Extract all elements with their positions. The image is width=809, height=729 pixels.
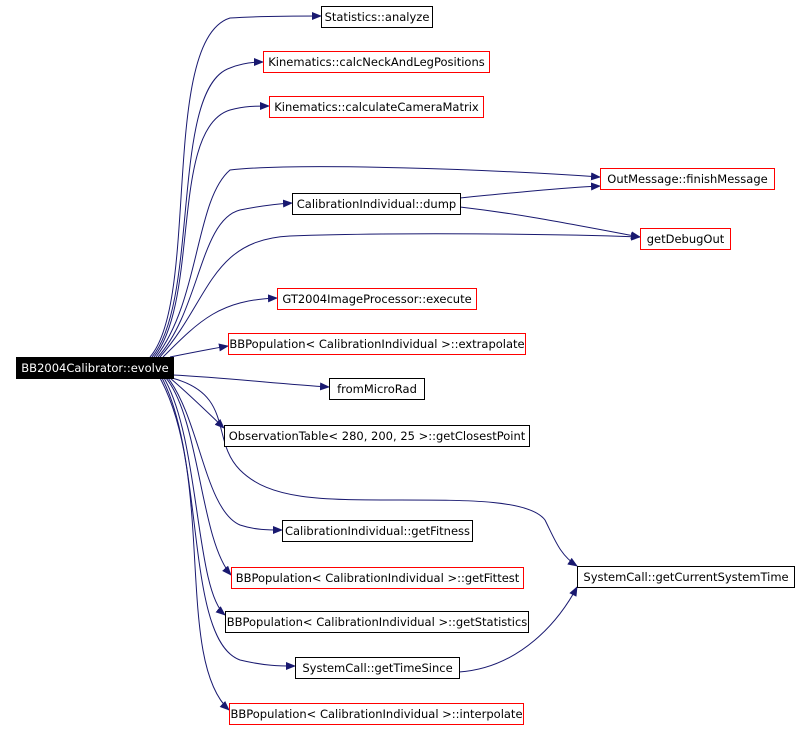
node-n-kinematics-camera[interactable]: Kinematics::calculateCameraMatrix [269, 96, 484, 118]
node-label: ObservationTable< 280, 200, 25 >::getClo… [229, 429, 526, 443]
node-n-calibration-fitness[interactable]: CalibrationIndividual::getFitness [282, 520, 473, 542]
node-label: CalibrationIndividual::getFitness [285, 524, 470, 538]
node-layer: BB2004Calibrator::evolve Statistics::anal… [16, 6, 795, 725]
node-box [229, 703, 524, 725]
edge-root-to-n-outmessage-finish [155, 166, 601, 358]
node-label: fromMicroRad [337, 382, 417, 396]
node-n-gt2004-execute[interactable]: GT2004ImageProcessor::execute [277, 288, 477, 310]
edge-root-to-n-bbpop-statistics [163, 377, 226, 616]
node-label: OutMessage::finishMessage [607, 172, 767, 186]
edge-n-calibration-dump-to-n-outmessage-finish [459, 182, 601, 199]
edge-root-to-n-calibration-fitness [167, 377, 283, 534]
node-box [321, 6, 433, 28]
edge-root-to-n-calibration-dump [157, 199, 293, 358]
node-box [277, 288, 477, 310]
node-box [225, 611, 529, 633]
node-label: CalibrationIndividual::dump [297, 197, 456, 211]
node-n-systemcall-since[interactable]: SystemCall::getTimeSince [295, 657, 460, 679]
edge-n-systemcall-since-to-n-systemcall-current [458, 586, 578, 673]
node-label: BBPopulation< CalibrationIndividual >::g… [236, 571, 520, 585]
node-label: GT2004ImageProcessor::execute [282, 292, 471, 306]
edge-root-to-n-frommicrorad [172, 374, 330, 391]
node-n-outmessage-finish[interactable]: OutMessage::finishMessage [600, 168, 775, 190]
node-label: BBPopulation< CalibrationIndividual >::i… [230, 707, 522, 721]
node-label: getDebugOut [647, 232, 725, 246]
node-box [600, 168, 775, 190]
node-n-calibration-dump[interactable]: CalibrationIndividual::dump [292, 193, 461, 215]
edge-root-to-n-bbpop-fittest [165, 377, 232, 576]
edge-root-to-n-kinematics-camera [153, 102, 270, 358]
node-label: Kinematics::calculateCameraMatrix [274, 100, 479, 114]
node-n-bbpop-statistics[interactable]: BBPopulation< CalibrationIndividual >::g… [225, 611, 529, 633]
edge-root-to-n-kinematics-calcneck [151, 58, 264, 358]
node-n-bbpop-interpolate[interactable]: BBPopulation< CalibrationIndividual >::i… [229, 703, 524, 725]
node-box [16, 357, 174, 379]
edge-n-calibration-dump-to-n-getdebugout [459, 206, 641, 240]
node-box [292, 193, 461, 215]
edge-root-to-n-statistics-analyze [149, 12, 322, 358]
edge-root-to-n-getdebugout [159, 232, 641, 358]
edge-root-to-n-bbpop-extrapolate [169, 343, 229, 358]
node-n-systemcall-current[interactable]: SystemCall::getCurrentSystemTime [577, 566, 795, 588]
node-box [577, 566, 795, 588]
node-n-bbpop-extrapolate[interactable]: BBPopulation< CalibrationIndividual >::e… [228, 333, 526, 355]
edge-root-to-n-observation-closest [169, 377, 225, 429]
node-root[interactable]: BB2004Calibrator::evolve [16, 357, 174, 379]
node-n-statistics-analyze[interactable]: Statistics::analyze [321, 6, 433, 28]
node-box [224, 425, 530, 447]
edge-root-to-n-gt2004-execute [162, 294, 278, 358]
node-n-bbpop-fittest[interactable]: BBPopulation< CalibrationIndividual >::g… [231, 567, 524, 589]
edge-layer [149, 12, 641, 711]
node-label: BB2004Calibrator::evolve [21, 361, 168, 375]
node-n-observation-closest[interactable]: ObservationTable< 280, 200, 25 >::getClo… [224, 425, 530, 447]
node-box [295, 657, 460, 679]
node-box [269, 96, 484, 118]
node-label: BBPopulation< CalibrationIndividual >::g… [227, 615, 528, 629]
node-n-kinematics-calcneck[interactable]: Kinematics::calcNeckAndLegPositions [263, 51, 490, 73]
node-box [263, 51, 490, 73]
edge-root-to-n-bbpop-interpolate [159, 377, 230, 711]
node-label: SystemCall::getTimeSince [302, 661, 452, 675]
node-label: Statistics::analyze [325, 10, 430, 24]
node-n-frommicrorad[interactable]: fromMicroRad [329, 378, 425, 400]
node-label: BBPopulation< CalibrationIndividual >::e… [229, 337, 524, 351]
node-box [640, 228, 731, 250]
node-box [228, 333, 526, 355]
node-box [231, 567, 524, 589]
node-label: SystemCall::getCurrentSystemTime [583, 570, 788, 584]
node-box [329, 378, 425, 400]
node-box [282, 520, 473, 542]
edge-root-to-n-systemcall-current [171, 377, 578, 567]
node-n-getdebugout[interactable]: getDebugOut [640, 228, 731, 250]
node-label: Kinematics::calcNeckAndLegPositions [268, 55, 484, 69]
